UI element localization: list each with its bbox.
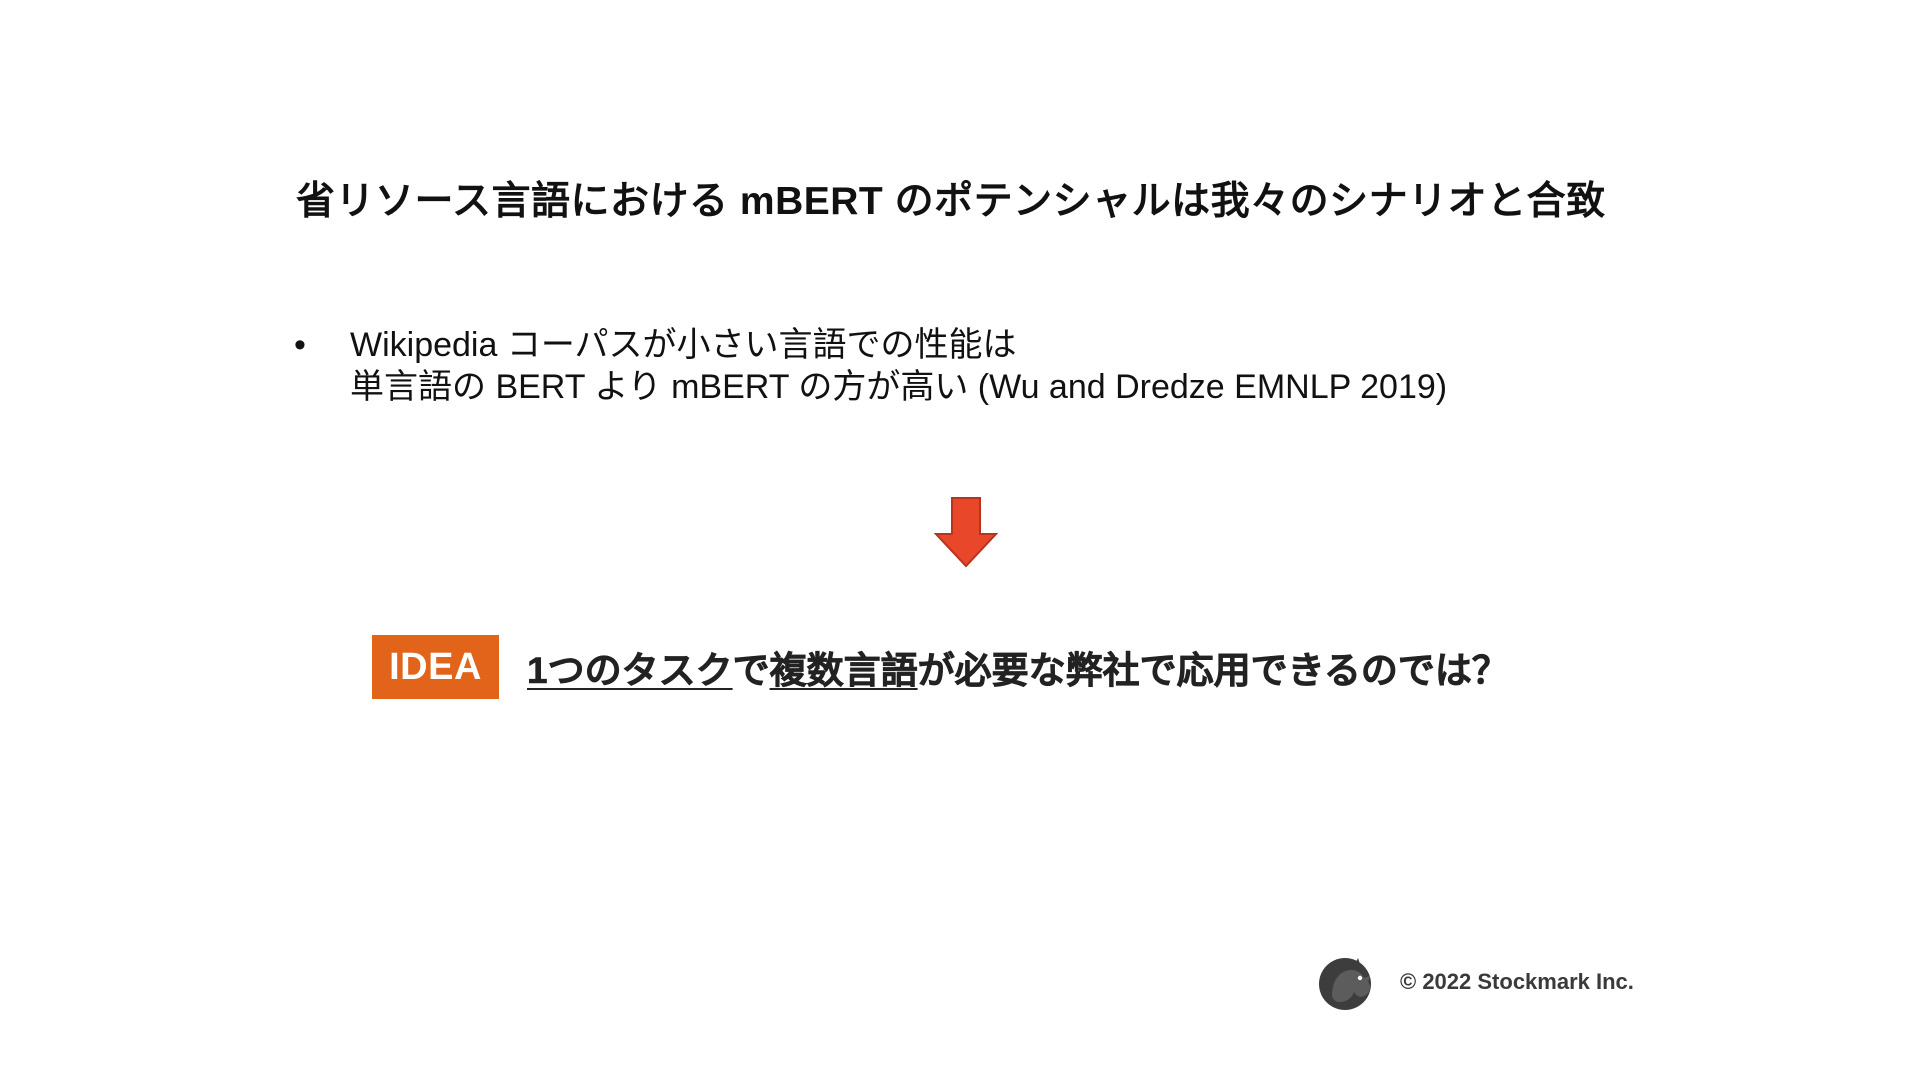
idea-text-segment-task: 1つのタスク (527, 650, 733, 692)
idea-text-segment-languages: 複数言語 (769, 650, 918, 692)
bullet-list: • Wikipedia コーパスが小さい言語での性能は 単言語の BERT より… (294, 324, 1447, 408)
down-arrow-icon (934, 497, 998, 568)
bullet-text-line-2: 単言語の BERT より mBERT の方が高い (Wu and Dredze … (350, 368, 1448, 406)
bullet-item: • Wikipedia コーパスが小さい言語での性能は 単言語の BERT より… (294, 324, 1447, 408)
slide-title: 省リソース言語における mBERT のポテンシャルは我々のシナリオと合致 (296, 180, 1606, 223)
bullet-marker: • (294, 326, 306, 364)
idea-text-segment-rest: が必要な弊社で応用できるのでは？ (917, 650, 1509, 692)
idea-text: 1つのタスクで複数言語が必要な弊社で応用できるのでは？ (527, 640, 1509, 694)
bullet-text-line-1: Wikipedia コーパスが小さい言語での性能は (350, 326, 1017, 364)
idea-badge: IDEA (372, 635, 499, 699)
idea-row: IDEA 1つのタスクで複数言語が必要な弊社で応用できるのでは？ (372, 635, 1509, 699)
copyright-text: © 2022 Stockmark Inc. (1400, 969, 1634, 994)
squirrel-logo-icon (1319, 958, 1371, 1010)
idea-text-segment-de: で (732, 650, 770, 692)
footer: © 2022 Stockmark Inc. (1318, 952, 1634, 1012)
bullet-text: Wikipedia コーパスが小さい言語での性能は 単言語の BERT より m… (350, 324, 1447, 408)
